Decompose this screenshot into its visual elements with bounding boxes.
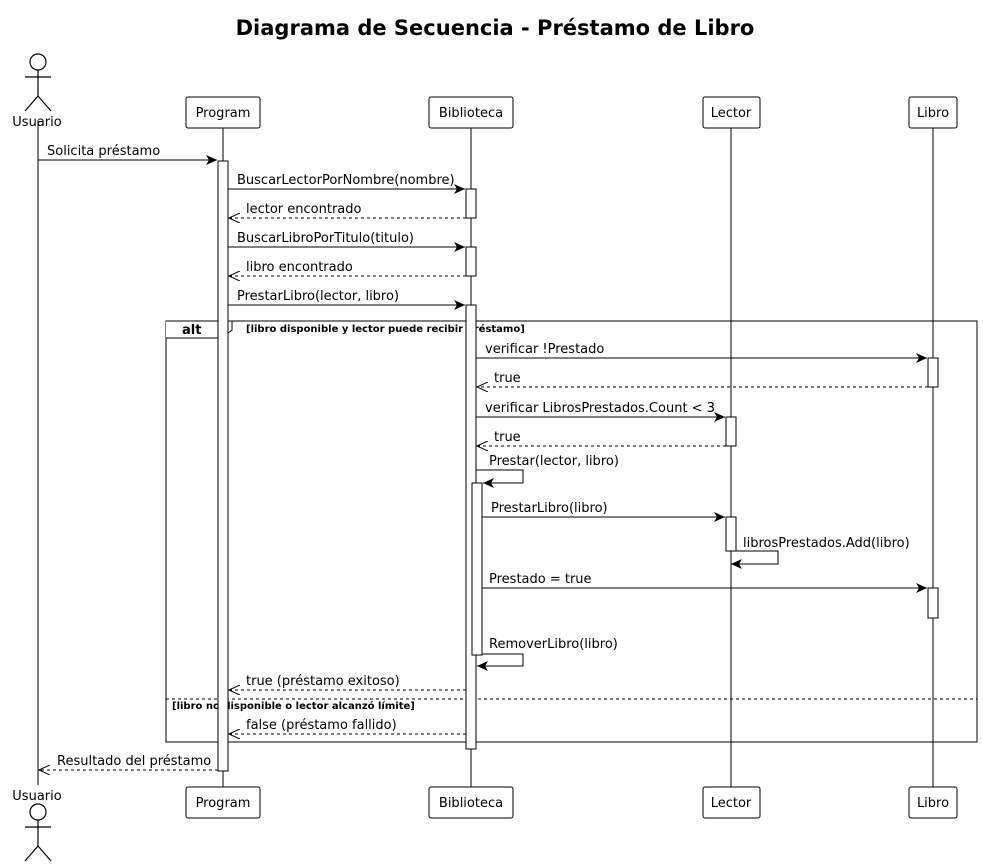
actor-label: Usuario xyxy=(12,115,61,130)
message-label: Prestar(lector, libro) xyxy=(489,454,619,469)
participant-label: Program xyxy=(196,796,251,811)
alt-guard-2: [libro no disponible o lector alcanzó lí… xyxy=(172,700,415,712)
participant-program-top: Program xyxy=(185,96,261,129)
actor-icon xyxy=(24,803,52,862)
message-label: Solicita préstamo xyxy=(47,144,160,159)
activation-biblioteca-buscar-lector xyxy=(465,188,477,219)
participant-label: Libro xyxy=(917,106,949,121)
message-label: RemoverLibro(libro) xyxy=(489,637,618,652)
participant-libro-bottom: Libro xyxy=(908,786,958,819)
message-label: libro encontrado xyxy=(246,260,353,275)
participant-label: Lector xyxy=(711,796,752,811)
self-message-arrow xyxy=(476,469,524,488)
participant-label: Lector xyxy=(711,106,752,121)
self-message-arrow xyxy=(731,550,779,569)
actor-usuario-bottom: Usuario xyxy=(12,789,62,862)
activation-libro-verificar xyxy=(927,357,939,388)
activation-libro-prestado xyxy=(927,587,939,619)
message-label: BuscarLibroPorTitulo(titulo) xyxy=(237,231,414,246)
participant-lector-bottom: Lector xyxy=(702,786,761,819)
actor-label: Usuario xyxy=(12,789,61,804)
participant-label: Biblioteca xyxy=(439,796,503,811)
message-label: verificar !Prestado xyxy=(485,342,604,357)
participant-label: Biblioteca xyxy=(439,106,503,121)
self-message-arrow xyxy=(477,653,524,671)
message-label: PrestarLibro(lector, libro) xyxy=(237,289,399,304)
diagram-title: Diagrama de Secuencia - Préstamo de Libr… xyxy=(236,16,755,40)
actor-icon xyxy=(24,53,52,112)
participant-program-bottom: Program xyxy=(185,786,261,819)
activation-lector-verificar xyxy=(725,416,737,447)
activation-lector-prestar xyxy=(725,516,737,552)
alt-fragment-tab xyxy=(166,320,233,339)
message-label: true xyxy=(494,430,521,445)
alt-keyword: alt xyxy=(182,323,201,338)
actor-usuario-top: Usuario xyxy=(12,53,62,130)
message-label: PrestarLibro(libro) xyxy=(491,501,608,516)
message-label: true xyxy=(494,371,521,386)
message-label: false (préstamo fallido) xyxy=(246,718,397,733)
participant-biblioteca-top: Biblioteca xyxy=(428,96,514,129)
message-label: Resultado del préstamo xyxy=(57,754,211,769)
participant-lector-top: Lector xyxy=(702,96,761,129)
participant-biblioteca-bottom: Biblioteca xyxy=(428,786,514,819)
activation-biblioteca-prestar-nested xyxy=(471,482,483,656)
participant-libro-top: Libro xyxy=(908,96,958,129)
message-label: true (préstamo exitoso) xyxy=(246,674,400,689)
alt-guard-1: [libro disponible y lector puede recibir… xyxy=(246,323,525,335)
activation-biblioteca-buscar-libro xyxy=(465,246,477,277)
message-label: verificar LibrosPrestados.Count < 3 xyxy=(485,401,715,416)
message-label: librosPrestados.Add(libro) xyxy=(743,536,910,551)
activation-program xyxy=(217,160,229,772)
participant-label: Program xyxy=(196,106,251,121)
message-label: Prestado = true xyxy=(489,572,592,587)
message-label: lector encontrado xyxy=(246,202,362,217)
participant-label: Libro xyxy=(917,796,949,811)
message-label: BuscarLectorPorNombre(nombre) xyxy=(237,173,455,188)
alt-fragment: alt [libro disponible y lector puede rec… xyxy=(165,320,978,743)
alt-fragment-frame xyxy=(165,320,978,743)
